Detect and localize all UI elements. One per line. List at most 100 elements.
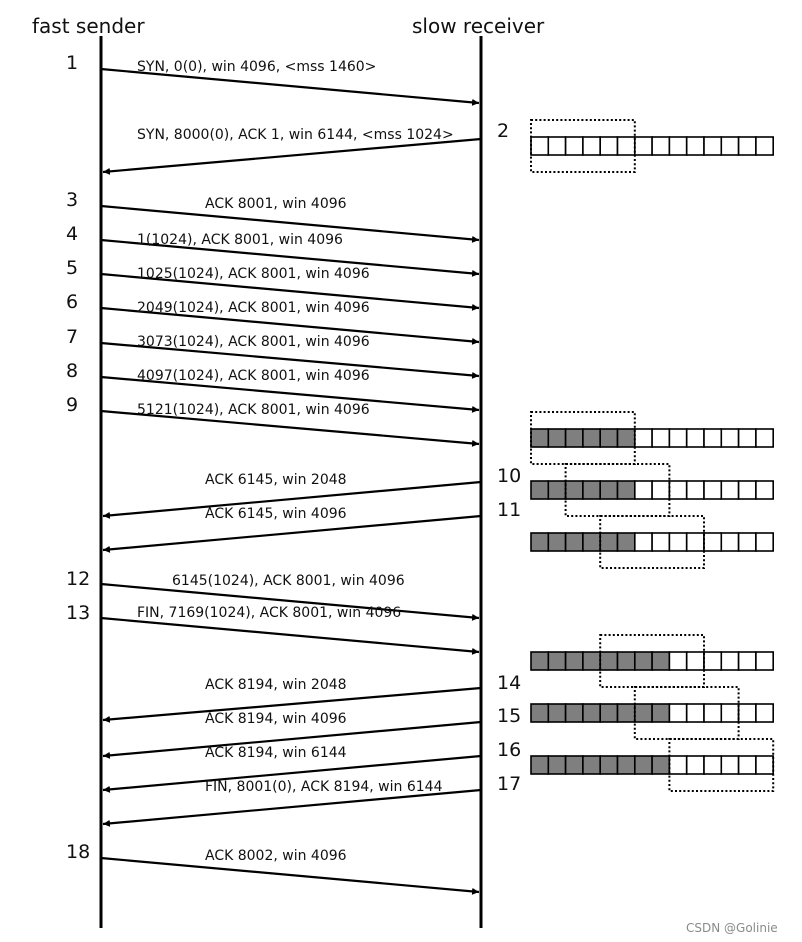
message-label: SYN, 8000(0), ACK 1, win 6144, <mss 1024… (137, 127, 454, 143)
buffer-cell-filled (616, 651, 636, 671)
message-number: 2 (497, 120, 509, 142)
buffer-cell-empty (651, 480, 671, 500)
message-6: 2049(1024), ACK 8001, win 4096 6 (66, 291, 480, 345)
buffer-cell-empty (668, 136, 688, 156)
buffer-cell-empty (616, 136, 636, 156)
message-number: 17 (497, 773, 521, 795)
watermark: CSDN @Golinie (686, 921, 778, 935)
buffer-cell-filled (530, 428, 550, 448)
message-number: 14 (497, 672, 521, 694)
buffer-cell-empty (599, 136, 619, 156)
buffer-cell-empty (720, 480, 740, 500)
message-number: 6 (66, 291, 78, 313)
buffer-cell-empty (755, 428, 775, 448)
message-1: SYN, 0(0), win 4096, <mss 1460>1 (66, 52, 480, 106)
buffer-cell-filled (616, 428, 636, 448)
buffer-cell-empty (720, 651, 740, 671)
buffer-cell-empty (720, 136, 740, 156)
buffer-cell-filled (547, 703, 567, 723)
message-number: 7 (66, 326, 78, 348)
buffer-cell-empty (668, 428, 688, 448)
buffer-cell-empty (755, 651, 775, 671)
buffer-cell-filled (599, 532, 619, 552)
buffer-cell-filled (616, 480, 636, 500)
message-label: ACK 8194, win 2048 (205, 677, 347, 693)
message-arrow (100, 616, 480, 655)
buffer-cell-filled (530, 480, 550, 500)
message-label: 4097(1024), ACK 8001, win 4096 (137, 368, 370, 384)
buffer-cell-filled (582, 480, 602, 500)
message-16: ACK 8194, win 6144 16 (102, 739, 521, 793)
buffer-cell-empty (703, 755, 723, 775)
buffer-cell-empty (651, 532, 671, 552)
message-number: 3 (66, 189, 78, 211)
buffer-cell-empty (651, 428, 671, 448)
message-number: 5 (66, 257, 78, 279)
message-label: ACK 6145, win 2048 (205, 472, 347, 488)
message-arrow (100, 856, 480, 895)
message-label: ACK 6145, win 4096 (205, 506, 347, 522)
buffer-cell-filled (564, 532, 584, 552)
buffer-cell-empty (651, 136, 671, 156)
buffer-cell-filled (530, 532, 550, 552)
buffer-cell-filled (599, 480, 619, 500)
message-number: 16 (497, 739, 521, 761)
buffer-layer (530, 119, 775, 792)
buffer-cell-filled (564, 428, 584, 448)
buffer-cell-filled (616, 703, 636, 723)
buffer-cell-empty (668, 532, 688, 552)
buffer-cell-empty (703, 532, 723, 552)
buffer-cell-empty (737, 703, 757, 723)
buffer-cell-empty (685, 136, 705, 156)
buffer-cell-filled (564, 651, 584, 671)
message-arrow (100, 204, 480, 243)
message-label: ACK 8001, win 4096 (205, 196, 347, 212)
buffer-cell-empty (720, 532, 740, 552)
buffer-cell-empty (633, 532, 653, 552)
message-label: ACK 8194, win 6144 (205, 745, 347, 761)
buffer-cell-empty (547, 136, 567, 156)
message-arrow (100, 67, 480, 106)
buffer-cell-empty (685, 651, 705, 671)
buffer-cell-filled (599, 703, 619, 723)
buffer-cell-empty (668, 651, 688, 671)
message-2: SYN, 8000(0), ACK 1, win 6144, <mss 1024… (102, 120, 509, 175)
message-arrow (100, 582, 480, 621)
receive-buffer (530, 463, 775, 517)
message-number: 1 (66, 52, 78, 74)
buffer-cell-empty (668, 703, 688, 723)
message-arrow (102, 754, 482, 793)
message-label: FIN, 7169(1024), ACK 8001, win 4096 (137, 605, 401, 621)
message-arrow (102, 137, 482, 175)
buffer-cell-filled (530, 703, 550, 723)
message-5: 1025(1024), ACK 8001, win 4096 5 (66, 257, 480, 311)
buffer-cell-filled (582, 532, 602, 552)
message-number: 10 (497, 465, 521, 487)
message-arrow (102, 480, 482, 519)
buffer-cell-filled (633, 755, 653, 775)
buffer-cell-empty (755, 755, 775, 775)
buffer-window (530, 119, 636, 173)
receive-buffer (530, 634, 775, 688)
buffer-cell-filled (651, 703, 671, 723)
message-number: 11 (497, 499, 521, 521)
message-label: ACK 8194, win 4096 (205, 711, 347, 727)
receive-buffer (530, 738, 775, 792)
message-label: 2049(1024), ACK 8001, win 4096 (137, 300, 370, 316)
buffer-cell-empty (685, 480, 705, 500)
buffer-cell-empty (685, 428, 705, 448)
message-label: 1025(1024), ACK 8001, win 4096 (137, 266, 370, 282)
buffer-cell-empty (720, 703, 740, 723)
message-label: 5121(1024), ACK 8001, win 4096 (137, 402, 370, 418)
buffer-cell-empty (737, 136, 757, 156)
message-14: ACK 8194, win 2048 14 (102, 672, 521, 723)
buffer-cell-empty (737, 755, 757, 775)
message-number: 4 (66, 223, 78, 245)
